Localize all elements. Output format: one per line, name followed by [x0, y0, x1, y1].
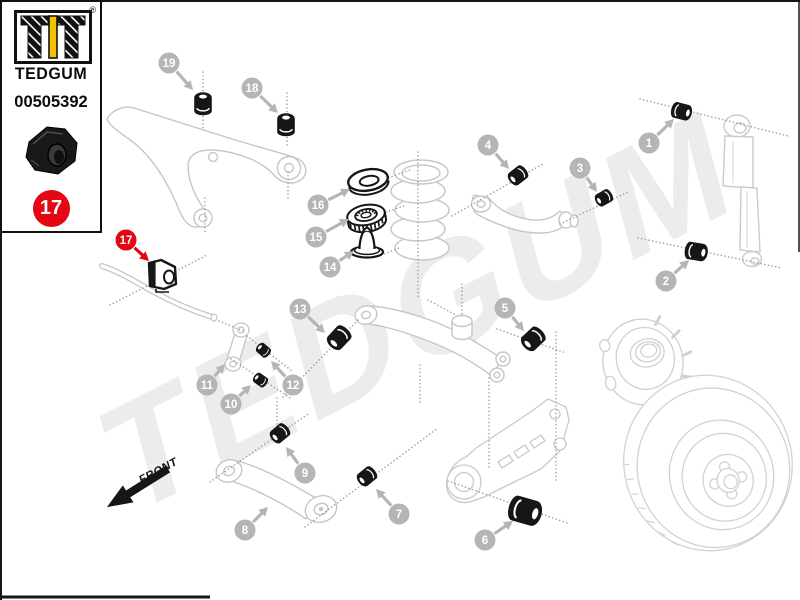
- callout-10: 10: [220, 385, 251, 415]
- svg-text:11: 11: [201, 380, 214, 392]
- part-number: 00505392: [14, 93, 88, 111]
- svg-text:19: 19: [163, 58, 176, 70]
- callout-5: 5: [494, 297, 524, 331]
- bushing-7: [354, 464, 380, 489]
- coil-spring: [390, 159, 450, 261]
- knuckle-bracket: [445, 398, 570, 504]
- callout-7: 7: [376, 489, 410, 525]
- callout-12: 12: [271, 361, 304, 396]
- stabilizer-link: [224, 322, 250, 372]
- bushing-18: [277, 113, 295, 137]
- svg-text:6: 6: [482, 535, 488, 547]
- brand-name: TEDGUM: [14, 65, 88, 84]
- callout-19: 19: [158, 52, 193, 90]
- control-arm-front: [106, 106, 307, 228]
- svg-text:14: 14: [324, 262, 337, 274]
- callout-3: 3: [569, 157, 597, 192]
- callout-6: 6: [474, 521, 513, 551]
- svg-text:7: 7: [396, 509, 402, 521]
- callout-18: 18: [241, 77, 278, 113]
- svg-text:1: 1: [646, 138, 653, 150]
- callout-14: 14: [319, 251, 354, 278]
- wheel-hub: [599, 315, 694, 406]
- light-line-art: [99, 106, 793, 552]
- svg-text:18: 18: [246, 83, 259, 95]
- callout-1: 1: [638, 119, 674, 154]
- bushing-photo: [25, 126, 78, 175]
- callout-9: 9: [286, 447, 316, 484]
- spring-seat-16: [347, 167, 390, 196]
- svg-text:9: 9: [302, 468, 308, 480]
- callout-11: 11: [196, 364, 225, 396]
- registered-trademark: ®: [89, 5, 96, 15]
- callout-15: 15: [305, 219, 349, 248]
- tedgum-logo: ®: [14, 5, 96, 64]
- svg-text:5: 5: [502, 303, 509, 315]
- svg-text:15: 15: [310, 232, 323, 244]
- callout-17: 17: [115, 229, 149, 261]
- svg-text:8: 8: [242, 525, 249, 537]
- tedgum-logo-mark: [14, 10, 92, 64]
- trailing-arm: [215, 459, 338, 524]
- sway-bar: [99, 263, 218, 322]
- shock-absorber: [722, 114, 763, 268]
- bump-stop-14: [349, 226, 385, 259]
- callout-16: 16: [307, 188, 350, 216]
- sway-bar-bushing-17: [147, 258, 178, 293]
- bushing-19: [194, 92, 212, 116]
- svg-text:4: 4: [485, 140, 492, 152]
- assembly-axes: [109, 71, 789, 528]
- legend-part-ref-badge: 17: [32, 190, 70, 227]
- replacement-parts: [147, 92, 710, 528]
- svg-text:3: 3: [577, 163, 583, 175]
- bushing-2: [683, 240, 710, 263]
- curved-arm: [470, 194, 579, 234]
- svg-text:10: 10: [225, 399, 238, 411]
- callout-8: 8: [234, 507, 268, 541]
- strut-bearing-15: [346, 203, 387, 234]
- callout-13: 13: [289, 298, 325, 333]
- svg-text:16: 16: [312, 200, 325, 212]
- product-photo: [2, 120, 100, 182]
- wheel-tire: [623, 374, 793, 552]
- svg-text:17: 17: [120, 235, 133, 247]
- svg-text:13: 13: [294, 304, 307, 316]
- svg-text:12: 12: [287, 380, 300, 392]
- svg-text:2: 2: [663, 276, 669, 288]
- callout-2: 2: [655, 260, 689, 292]
- legend-panel: ® TEDGUM 00505392 17: [0, 0, 102, 233]
- callout-4: 4: [477, 134, 509, 169]
- upper-arm: [354, 305, 511, 383]
